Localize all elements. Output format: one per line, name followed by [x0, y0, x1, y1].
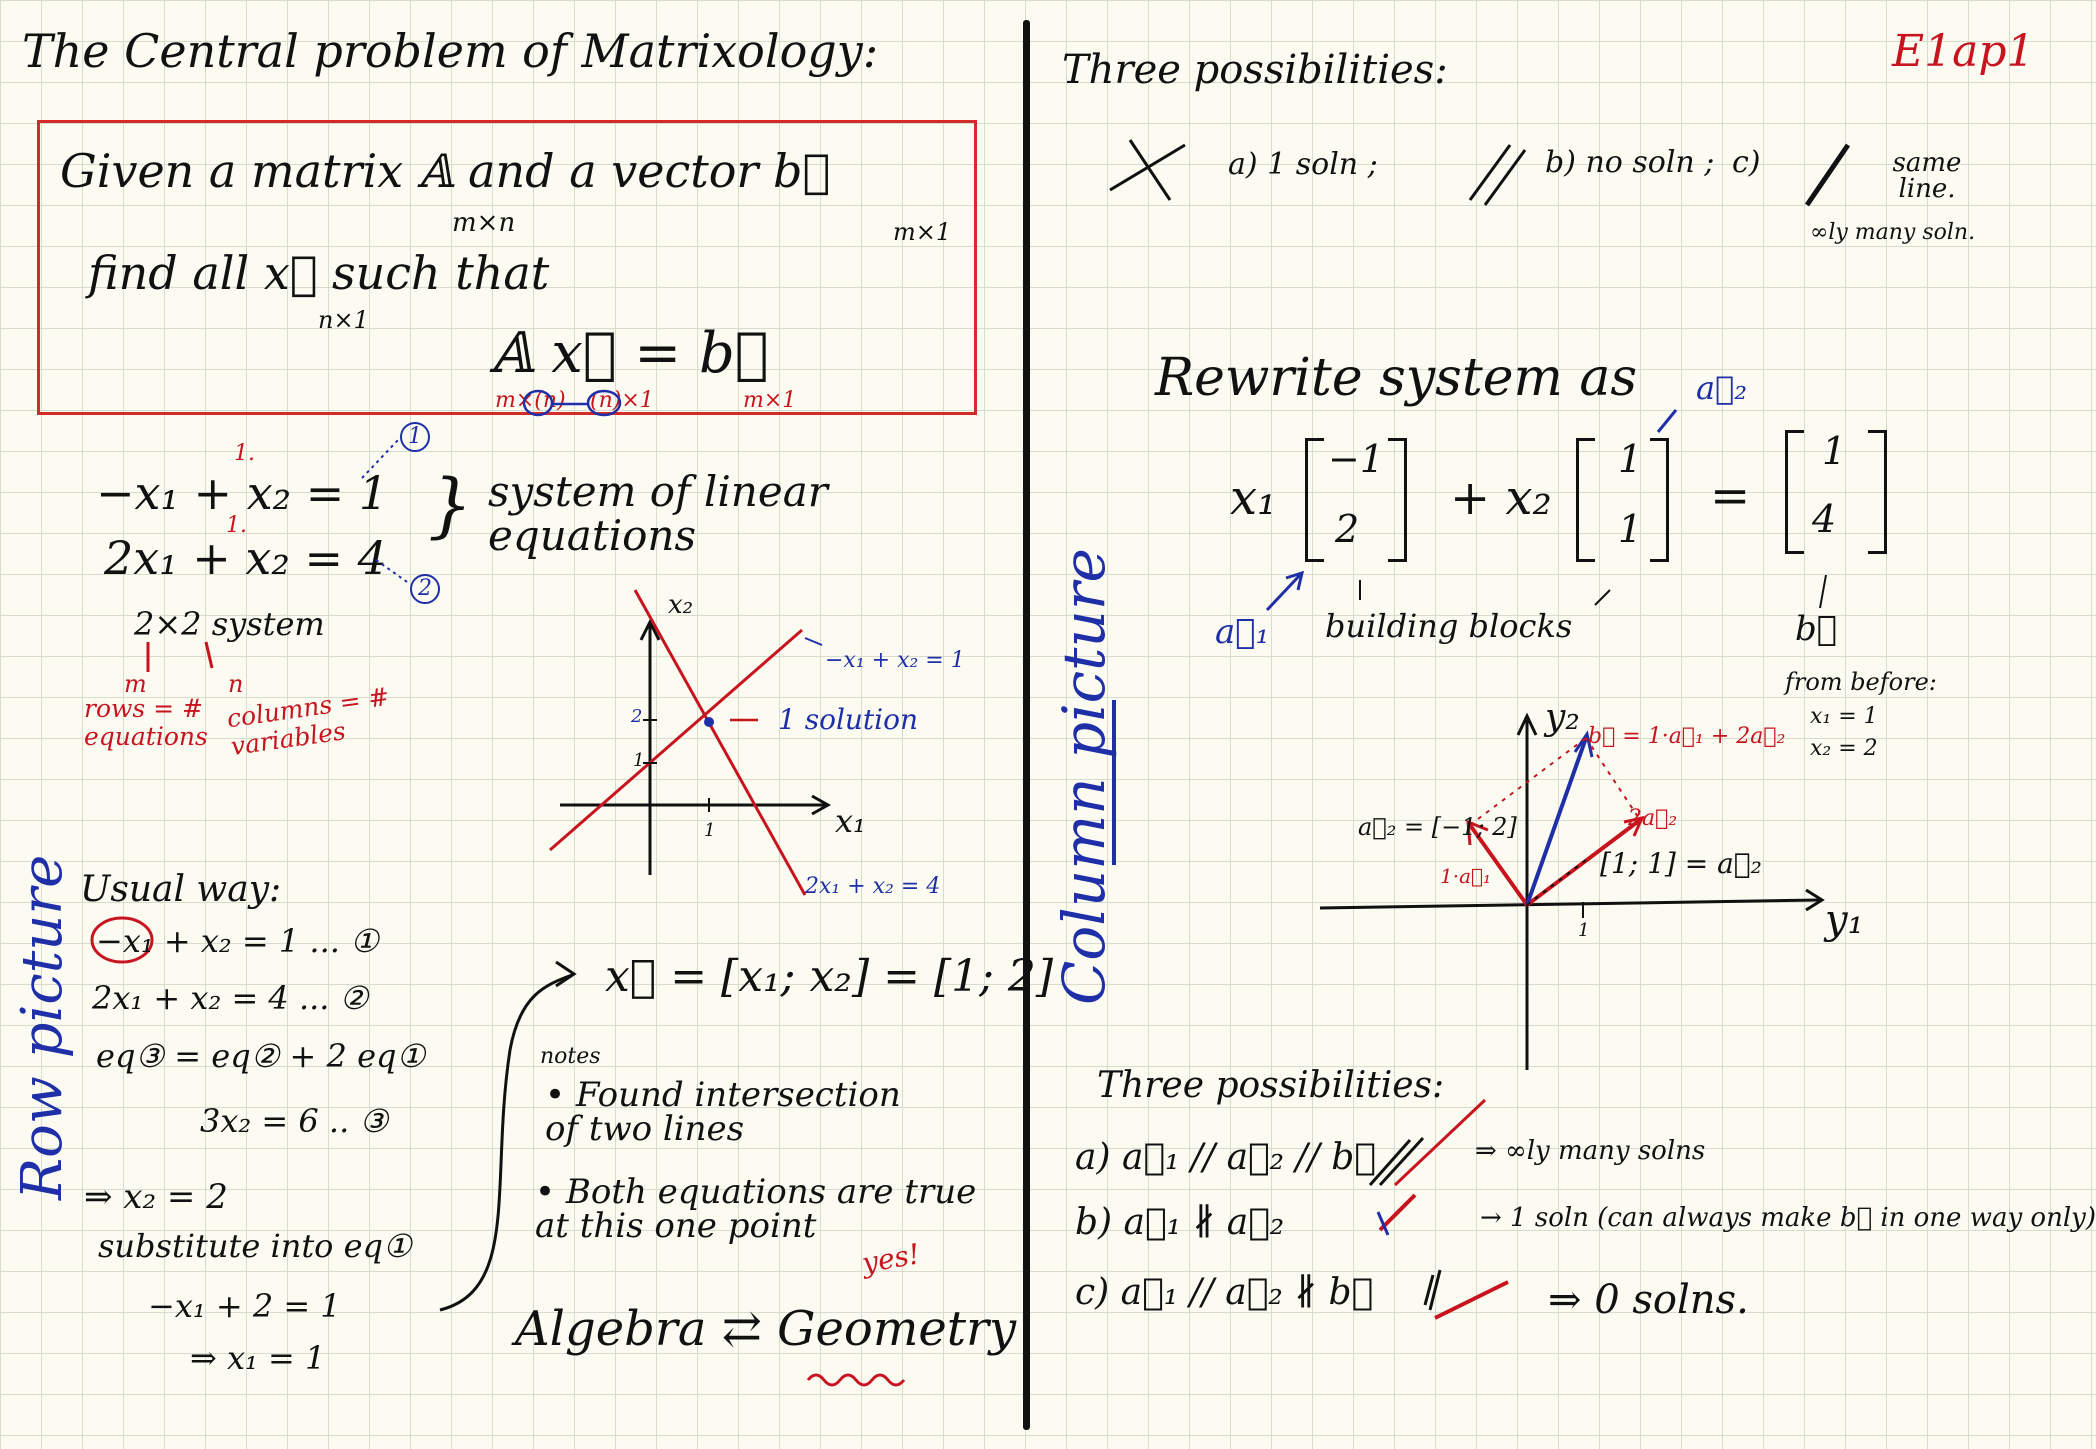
given-line-1: Given a matrix 𝔸 and a vector b⃗: [60, 144, 831, 198]
col-v2-bot: 1: [1618, 507, 1643, 551]
three-possibilities-top: Three possibilities:: [1062, 47, 1448, 93]
page-title: The Central problem of Matrixology:: [22, 24, 879, 78]
plot-11-label: [1; 1] = a⃗₂: [1600, 847, 1762, 880]
usual-step-2: 2x₁ + x₂ = 4 ... ②: [92, 979, 369, 1017]
note-1: • Found intersection of two lines: [545, 1075, 901, 1149]
solution-vector: x⃗ = [x₁; x₂] = [1; 2]: [605, 951, 1054, 1002]
bracket-b-right: [1868, 430, 1887, 554]
circle-label-2: 2: [410, 574, 440, 604]
same-line-label: same line.: [1892, 148, 1962, 204]
right-annotations-svg: [1265, 409, 1827, 1320]
graph-y-label: x₂: [668, 590, 694, 620]
left-annotations-svg: [90, 389, 906, 1387]
col-eq-x1: x₁: [1230, 470, 1277, 526]
graph-tick-x1: 1: [704, 820, 716, 841]
from-before-label: from before:: [1785, 668, 1937, 696]
col-v1-top: −1: [1328, 437, 1385, 481]
column-picture-underline: [1112, 700, 1116, 865]
size-label: 2×2 system: [134, 605, 325, 643]
usual-step-3: eq③ = eq② + 2 eq①: [96, 1037, 426, 1075]
tp-case-c: c) a⃗₁ // a⃗₂ ∦ b⃗: [1075, 1272, 1374, 1313]
from-before-x1: x₁ = 1: [1810, 704, 1878, 729]
given-line-2: find all x⃗ such that: [88, 246, 550, 300]
three-possibilities-bottom: Three possibilities:: [1097, 1065, 1445, 1106]
page-divider: [1023, 20, 1030, 1430]
problem-box: [37, 120, 977, 415]
rewrite-heading: Rewrite system as: [1155, 348, 1638, 408]
coef-mark-2: 1.: [226, 513, 247, 538]
row-picture-graph: [549, 589, 832, 896]
note-2: • Both equations are true at this one po…: [535, 1172, 977, 1246]
system-eq-1: −x₁ + x₂ = 1: [96, 466, 389, 520]
rows-label: rows = # equations: [84, 694, 208, 751]
possibility-c: c): [1732, 145, 1761, 180]
algebra-geometry: Algebra ⇄ Geometry: [515, 1301, 1017, 1357]
graph-line2-label: 2x₁ + x₂ = 4: [805, 874, 941, 899]
infinitely-many-label: ∞ly many soln.: [1810, 220, 1976, 245]
row-picture-label: Row picture: [10, 854, 75, 1200]
col-v1-bot: 2: [1335, 507, 1360, 551]
usual-step-4: 3x₂ = 6 .. ③: [200, 1102, 389, 1140]
usual-step-7: −x₁ + 2 = 1: [148, 1287, 341, 1325]
plot-tick-1: 1: [1578, 920, 1590, 941]
plot-2a2-label: 2a⃗₂: [1628, 806, 1678, 831]
circle-label-1: 1: [400, 422, 430, 452]
coef-mark-1: 1.: [234, 441, 255, 466]
bracket-v1-left: [1305, 438, 1324, 562]
usual-way-label: Usual way:: [80, 869, 282, 910]
eq-dim-x: (n)×1: [590, 388, 654, 413]
page-tag: E1ap1: [1892, 26, 2035, 77]
plot-y1-label: y₁: [1825, 897, 1864, 943]
a1-label: a⃗₁: [1215, 612, 1270, 652]
col-v2-top: 1: [1618, 437, 1643, 481]
bracket-v2-left: [1576, 438, 1595, 562]
col-b-top: 1: [1822, 429, 1847, 473]
possibility-sketches: [1109, 139, 1851, 207]
from-before-x2: x₂ = 2: [1810, 736, 1878, 761]
col-eq-x2: + x₂: [1450, 470, 1552, 526]
bracket-v2-right: [1650, 438, 1669, 562]
graph-tick-y1: 1: [633, 750, 645, 771]
tp-case-b: b) a⃗₁ ∦ a⃗₂: [1075, 1202, 1285, 1243]
eq-dim-b: m×1: [743, 388, 797, 413]
tp-case-b-result: → 1 soln (can always make b⃗ in one way …: [1480, 1203, 2096, 1233]
col-eq-equals: =: [1710, 468, 1751, 524]
key-equation: 𝔸 x⃗ = b⃗: [490, 321, 769, 386]
system-brace: }: [428, 464, 473, 546]
tp-case-c-result: ⇒ 0 solns.: [1548, 1277, 1749, 1323]
graph-line1-label: −x₁ + x₂ = 1: [825, 648, 965, 673]
m-label: m: [124, 670, 147, 698]
usual-step-8: ⇒ x₁ = 1: [190, 1339, 326, 1377]
bracket-b-left: [1785, 430, 1804, 554]
system-label: system of linear equations: [488, 467, 828, 561]
dim-A: m×n: [452, 208, 516, 238]
graph-x-label: x₁: [835, 802, 866, 840]
possibility-a: a) 1 soln ;: [1228, 147, 1378, 182]
building-blocks-label: building blocks: [1325, 607, 1573, 645]
col-b-bot: 4: [1812, 497, 1837, 541]
plot-a2-label: a⃗₂ = [−1; 2]: [1358, 813, 1517, 841]
bracket-v1-right: [1388, 438, 1407, 562]
notes-label: notes: [540, 1044, 601, 1069]
system-eq-2: 2x₁ + x₂ = 4: [104, 531, 387, 585]
usual-step-6: substitute into eq①: [98, 1227, 412, 1265]
tp-case-a: a) a⃗₁ // a⃗₂ // b⃗: [1075, 1137, 1376, 1178]
tp-case-a-result: ⇒ ∞ly many solns: [1475, 1136, 1706, 1166]
a2-label-top: a⃗₂: [1696, 369, 1748, 407]
column-picture-label: Column picture: [1050, 548, 1118, 1005]
dim-b: m×1: [893, 218, 952, 246]
n-label: n: [228, 670, 244, 698]
possibility-b: b) no soln ;: [1545, 145, 1715, 180]
usual-step-5: ⇒ x₂ = 2: [84, 1177, 228, 1217]
usual-step-1: −x₁ + x₂ = 1 ... ①: [96, 922, 379, 960]
graph-tick-y2: 2: [631, 706, 643, 727]
graph-solution-label: 1 solution: [778, 703, 919, 736]
plot-y2-label: y₂: [1545, 697, 1580, 738]
b-label: b⃗: [1795, 609, 1838, 649]
dim-x: n×1: [318, 306, 369, 334]
plot-1a1-label: 1·a⃗₁: [1440, 864, 1492, 888]
plot-b-label: b⃗ = 1·a⃗₁ + 2a⃗₂: [1588, 724, 1786, 749]
